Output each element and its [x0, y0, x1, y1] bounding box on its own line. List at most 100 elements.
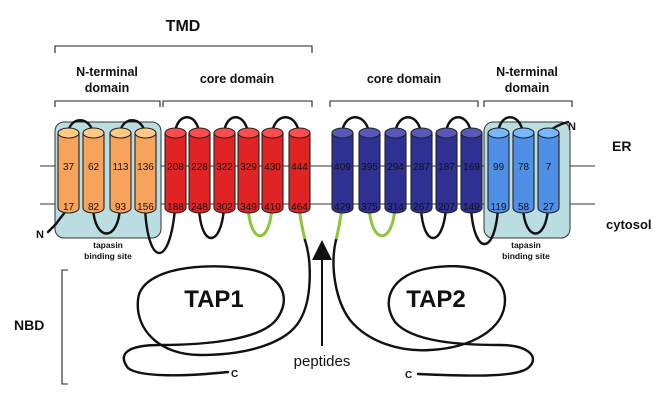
tap2-nbd-loop: [332, 238, 535, 377]
helix-bottom-residue: 17: [63, 202, 75, 213]
helix-body: [237, 132, 260, 214]
tapasin-left-label-line2: binding site: [84, 251, 132, 261]
helix-bottom-residue: 93: [115, 202, 127, 213]
helix-top-residue: 136: [137, 162, 154, 173]
tap2-label: TAP2: [406, 286, 466, 313]
helix-top-residue: 62: [88, 162, 100, 173]
helix-body: [384, 132, 407, 214]
tmd-bracket: [54, 45, 313, 53]
helix-body: [288, 132, 311, 214]
helix-top-residue: 208: [167, 162, 184, 173]
helix-cap: [134, 127, 157, 139]
tmd-label: TMD: [166, 18, 201, 35]
helix-body: [109, 132, 132, 214]
helix-top-residue: 187: [438, 162, 455, 173]
helix-body: [410, 132, 433, 214]
helix-cap: [164, 127, 187, 139]
helix-top-residue: 37: [63, 162, 75, 173]
helix-top-residue: 287: [413, 162, 430, 173]
n-terminus-right-label: N: [568, 121, 576, 133]
helix-top-residue: 430: [264, 162, 281, 173]
helix-cap: [109, 127, 132, 139]
helix-top-residue: 228: [191, 162, 208, 173]
helix-cap: [537, 127, 560, 139]
helix-bottom-residue: 156: [137, 202, 154, 213]
helix-bottom-residue: 207: [438, 202, 455, 213]
helix-top-residue: 169: [463, 162, 480, 173]
tap2-helix-3: 294 314: [384, 127, 407, 214]
helix-cap: [410, 127, 433, 139]
helix-top-residue: 113: [113, 162, 129, 173]
tap1-helix-7: 322 302: [213, 127, 236, 214]
helix-bottom-residue: 375: [361, 202, 378, 213]
helix-cap: [188, 127, 211, 139]
helix-cap: [512, 127, 535, 139]
helix-body: [57, 132, 80, 214]
tap1-nbd-loop: [122, 238, 311, 377]
nbd-bracket: [61, 269, 68, 385]
helix-bottom-residue: 82: [88, 202, 100, 213]
helix-body: [164, 132, 187, 214]
helix-cap: [82, 127, 105, 139]
tap1-label: TAP1: [184, 286, 244, 313]
helix-top-residue: 444: [291, 162, 308, 173]
helix-cap: [57, 127, 80, 139]
helix-bottom-residue: 149: [463, 202, 480, 213]
helix-bottom-residue: 302: [216, 202, 233, 213]
tap2-green-loop-1: [367, 206, 397, 238]
core-right-bracket: [329, 100, 479, 107]
helix-body: [435, 132, 458, 214]
helix-body: [82, 132, 105, 214]
helix-bottom-residue: 410: [264, 202, 281, 213]
nbd-label: NBD: [14, 317, 44, 333]
helix-body: [134, 132, 157, 214]
helix-top-residue: 99: [493, 162, 505, 173]
helix-cap: [261, 127, 284, 139]
helix-cap: [237, 127, 260, 139]
tap1-helix-4: 136 156: [134, 127, 157, 214]
nterm-left-label-line2: domain: [85, 81, 129, 95]
helix-cap: [435, 127, 458, 139]
peptides-label: peptides: [294, 353, 351, 370]
helix-body: [512, 132, 535, 214]
tap1-helix-2: 62 82: [82, 127, 105, 214]
helix-body: [331, 132, 354, 214]
cytosol-label: cytosol: [606, 217, 652, 232]
helix-top-residue: 409: [334, 162, 351, 173]
helix-cap: [384, 127, 407, 139]
nterm-left-label-line1: N-terminal: [76, 65, 138, 79]
helix-cap: [358, 127, 381, 139]
tap2-helix-7: 99 119: [487, 127, 510, 214]
nterm-right-label-line1: N-terminal: [496, 65, 558, 79]
helix-top-residue: 322: [216, 162, 233, 173]
helix-bottom-residue: 429: [334, 202, 351, 213]
tap2-chain: [340, 116, 570, 245]
helix-top-residue: 294: [387, 162, 404, 173]
er-label: ER: [612, 138, 631, 154]
nterm-left-bracket: [54, 100, 161, 107]
helix-bottom-residue: 314: [387, 202, 404, 213]
helix-bottom-residue: 349: [240, 202, 257, 213]
tap1-helix-3: 113 93: [109, 127, 132, 214]
helix-body: [537, 132, 560, 214]
tap1-helix-1: 37 17: [57, 127, 80, 214]
tap1-green-loop-1: [246, 206, 274, 238]
helix-cap: [331, 127, 354, 139]
helix-top-residue: 7: [546, 162, 552, 173]
nterm-right-label-line2: domain: [505, 81, 549, 95]
tap2-helix-5: 187 207: [435, 127, 458, 214]
helix-cap: [487, 127, 510, 139]
helix-bottom-residue: 27: [543, 202, 555, 213]
n-terminus-left-label: N: [36, 229, 44, 241]
helix-cap: [213, 127, 236, 139]
nterm-right-bracket: [483, 100, 573, 107]
tapasin-right-label-line2: binding site: [502, 251, 550, 261]
helix-bottom-residue: 119: [491, 202, 507, 213]
tap1-chain: [46, 116, 301, 255]
